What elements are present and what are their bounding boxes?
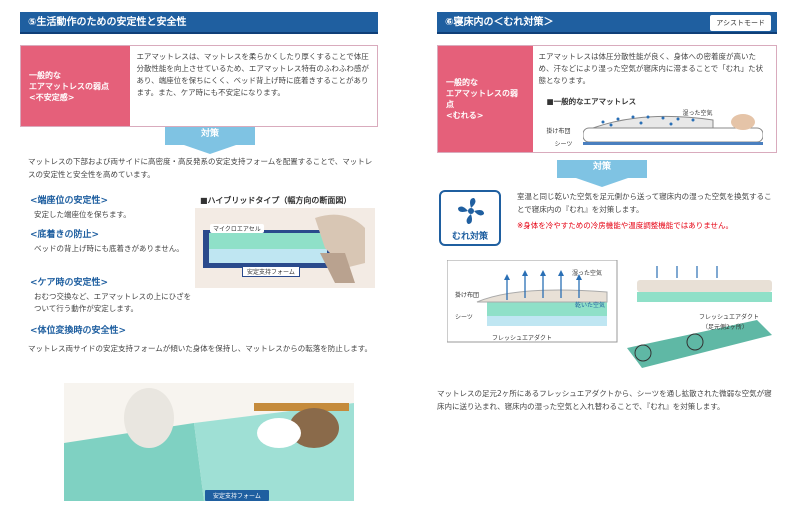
problem-box-humidity: 一般的な エアマットレスの弱点 <むれる> エアマットレスは体圧分散性能が良く、… (437, 45, 777, 153)
intro-text: マットレスの下部および両サイドに高密度・高反発系の安定支持フォームを配置すること… (28, 157, 373, 179)
anti-humidity-badge: むれ対策 (439, 190, 501, 246)
cooling-note: ※身体を冷やすための冷房機能や温度調整機能ではありません。 (517, 221, 734, 230)
fan-icon (458, 198, 484, 224)
problem-label-line: エアマットレスの弱点 (29, 81, 109, 91)
hybrid-cross-section-diagram (195, 208, 375, 288)
section-title-humidity: ⑥寝床内の＜むれ対策＞ (437, 12, 777, 34)
sheet-label: シーツ (554, 141, 573, 148)
problem-label-line: <むれる> (446, 111, 484, 120)
photo-support-foam-tag: 安定支持フォーム (205, 490, 269, 501)
general-air-mattress-caption: ■一般的なエアマットレス (546, 97, 637, 106)
feature-body: マットレス両サイドの安定支持フォームが傾いた身体を保持し、マットレスからの転落を… (28, 344, 373, 353)
feature-body: ベッドの背上げ時にも底着きがありません。 (34, 244, 184, 253)
section-humidity: ⑥寝床内の＜むれ対策＞ アシストモード 一般的な エアマットレスの弱点 <むれる… (437, 0, 777, 518)
micro-air-cell-label: マイクロエアセル (210, 224, 264, 233)
section-stability: ⑤生活動作のための安定性と安全性 一般的な エアマットレスの弱点 <不安定感> … (20, 0, 378, 518)
problem-label-line: 一般的な (29, 70, 61, 80)
blanket-flow-label: 掛け布団 (455, 292, 480, 299)
dry-air-label: 乾いた空気 (575, 302, 606, 309)
fresh-air-duct-right-label: フレッシュエアダクト (699, 314, 760, 321)
section-title-stability: ⑤生活動作のための安定性と安全性 (20, 12, 378, 34)
anti-humidity-label: むれ対策 (451, 232, 488, 242)
taisaku-banner: 対策 (557, 160, 647, 187)
problem-label-line: エアマットレスの弱点 (446, 89, 518, 109)
solution-text: 室温と同じ乾いた空気を足元側から送って寝床内の湿った空気を換気することで寝床内の… (517, 192, 772, 214)
bottom-description: マットレスの足元2ヶ所にあるフレッシュエアダクトから、シーツを通し拡散された微弱… (437, 389, 772, 411)
feature-body: おむつ交換など、エアマットレスの上にひざをついて行う動作が安定します。 (34, 292, 192, 313)
fresh-air-duct-right-note: （足元側2ヶ所） (702, 324, 748, 331)
feature-head: <端座位の安定性> (30, 196, 109, 206)
humid-air-label: 湿った空気 (682, 110, 713, 117)
assist-mode-tag: アシストモード (710, 15, 771, 31)
problem-text: エアマットレスは、マットレスを柔らかくしたり厚くすることで体圧分散性能を向上させ… (136, 52, 369, 97)
problem-content: エアマットレスは体圧分散性能が良く、身体への密着度が高いため、汗などにより湿った… (533, 46, 776, 152)
blanket-label: 掛け布団 (546, 128, 571, 135)
support-foam-label: 安定支持フォーム (242, 266, 300, 277)
airflow-diagram (447, 260, 772, 368)
problem-label-line: 一般的な (446, 78, 478, 87)
hybrid-caption: ■ハイブリッドタイプ（幅方向の断面図） (200, 196, 352, 205)
caregiver-photo (64, 383, 354, 501)
sheet-flow-label: シーツ (455, 314, 473, 321)
feature-body: 安定した端座位を保ちます。 (34, 210, 131, 219)
problem-box-stability: 一般的な エアマットレスの弱点 <不安定感> エアマットレスは、マットレスを柔ら… (20, 45, 378, 127)
fresh-air-duct-label: フレッシュエアダクト (492, 335, 553, 342)
problem-label: 一般的な エアマットレスの弱点 <不安定感> (21, 46, 131, 126)
problem-text: エアマットレスは体圧分散性能が良く、身体への密着度が高いため、汗などにより湿った… (538, 52, 764, 85)
feature-head: <体位変換時の安全性> (30, 326, 127, 336)
general-mattress-diagram (582, 114, 763, 145)
feature-head: <底着きの防止> (30, 230, 100, 240)
problem-label-line: <不安定感> (29, 92, 75, 102)
feature-head: <ケア時の安定性> (30, 278, 109, 288)
problem-label: 一般的な エアマットレスの弱点 <むれる> (438, 46, 533, 152)
humid-air-flow-label: 湿った空気 (572, 270, 603, 277)
taisaku-banner: 対策 (165, 127, 255, 154)
